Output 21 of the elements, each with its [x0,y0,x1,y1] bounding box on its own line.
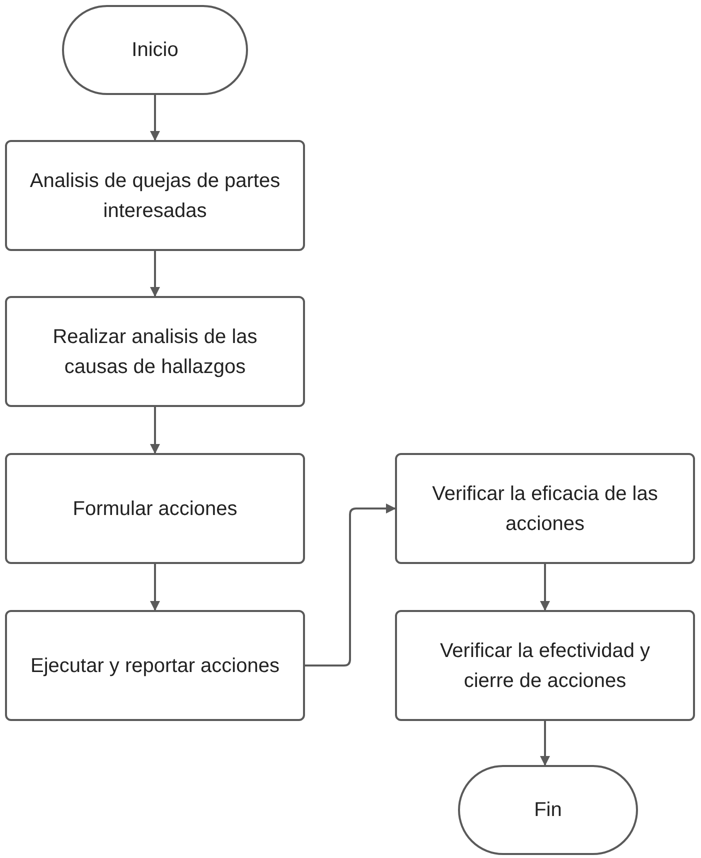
process-box [395,453,695,564]
process-box [5,296,305,407]
node-text: Realizar analisis de las causas de hallazgos [52,324,258,380]
process-box [5,610,305,721]
process-box [5,140,305,251]
node-text: Verificar la efectividad y cierre de acciones [438,638,652,694]
arrow [150,95,160,141]
arrow [150,407,160,454]
arrow [540,721,550,766]
arrow [305,504,396,666]
process-box [5,453,305,564]
node-text: Formular acciones [72,496,238,522]
arrow [150,564,160,611]
node-text: Verificar la eficacia de las acciones [431,482,659,536]
arrow [540,564,550,611]
node-text: Analisis de quejas de partes interesadas [29,168,281,224]
arrow [150,251,160,297]
node-text: Ejecutar y reportar acciones [30,654,280,678]
node-text: Inicio [132,38,178,63]
process-box [395,610,695,721]
node-text: Fin [534,798,562,823]
